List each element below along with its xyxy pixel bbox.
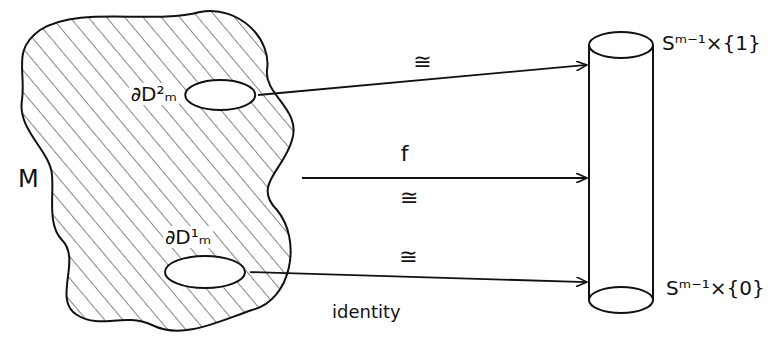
map-name: identity	[330, 302, 403, 322]
hole-label: ∂D¹ₘ	[163, 226, 213, 248]
boundary-label: Sᵐ⁻¹×{0}	[664, 277, 767, 299]
edge-label: f	[399, 142, 411, 166]
boundary-hole: ∂D²ₘ	[129, 78, 258, 112]
manifold-name: M	[16, 166, 41, 192]
cylinder: Sᵐ⁻¹×{1} Sᵐ⁻¹×{0}	[588, 22, 778, 322]
manifold-region: M ∂D²ₘ ∂D¹ₘ	[10, 8, 302, 340]
boundary-hole: ∂D¹ₘ	[160, 226, 250, 290]
boundary-label: Sᵐ⁻¹×{1}	[660, 32, 763, 54]
map-arrow	[302, 177, 587, 179]
iso-symbol: ≅	[398, 186, 420, 210]
map-arrow	[250, 272, 587, 282]
manifold-region	[10, 8, 302, 340]
edge-label: ≅	[411, 50, 433, 74]
hole-label: ∂D²ₘ	[129, 83, 179, 105]
edge-label: ≅	[397, 245, 419, 269]
